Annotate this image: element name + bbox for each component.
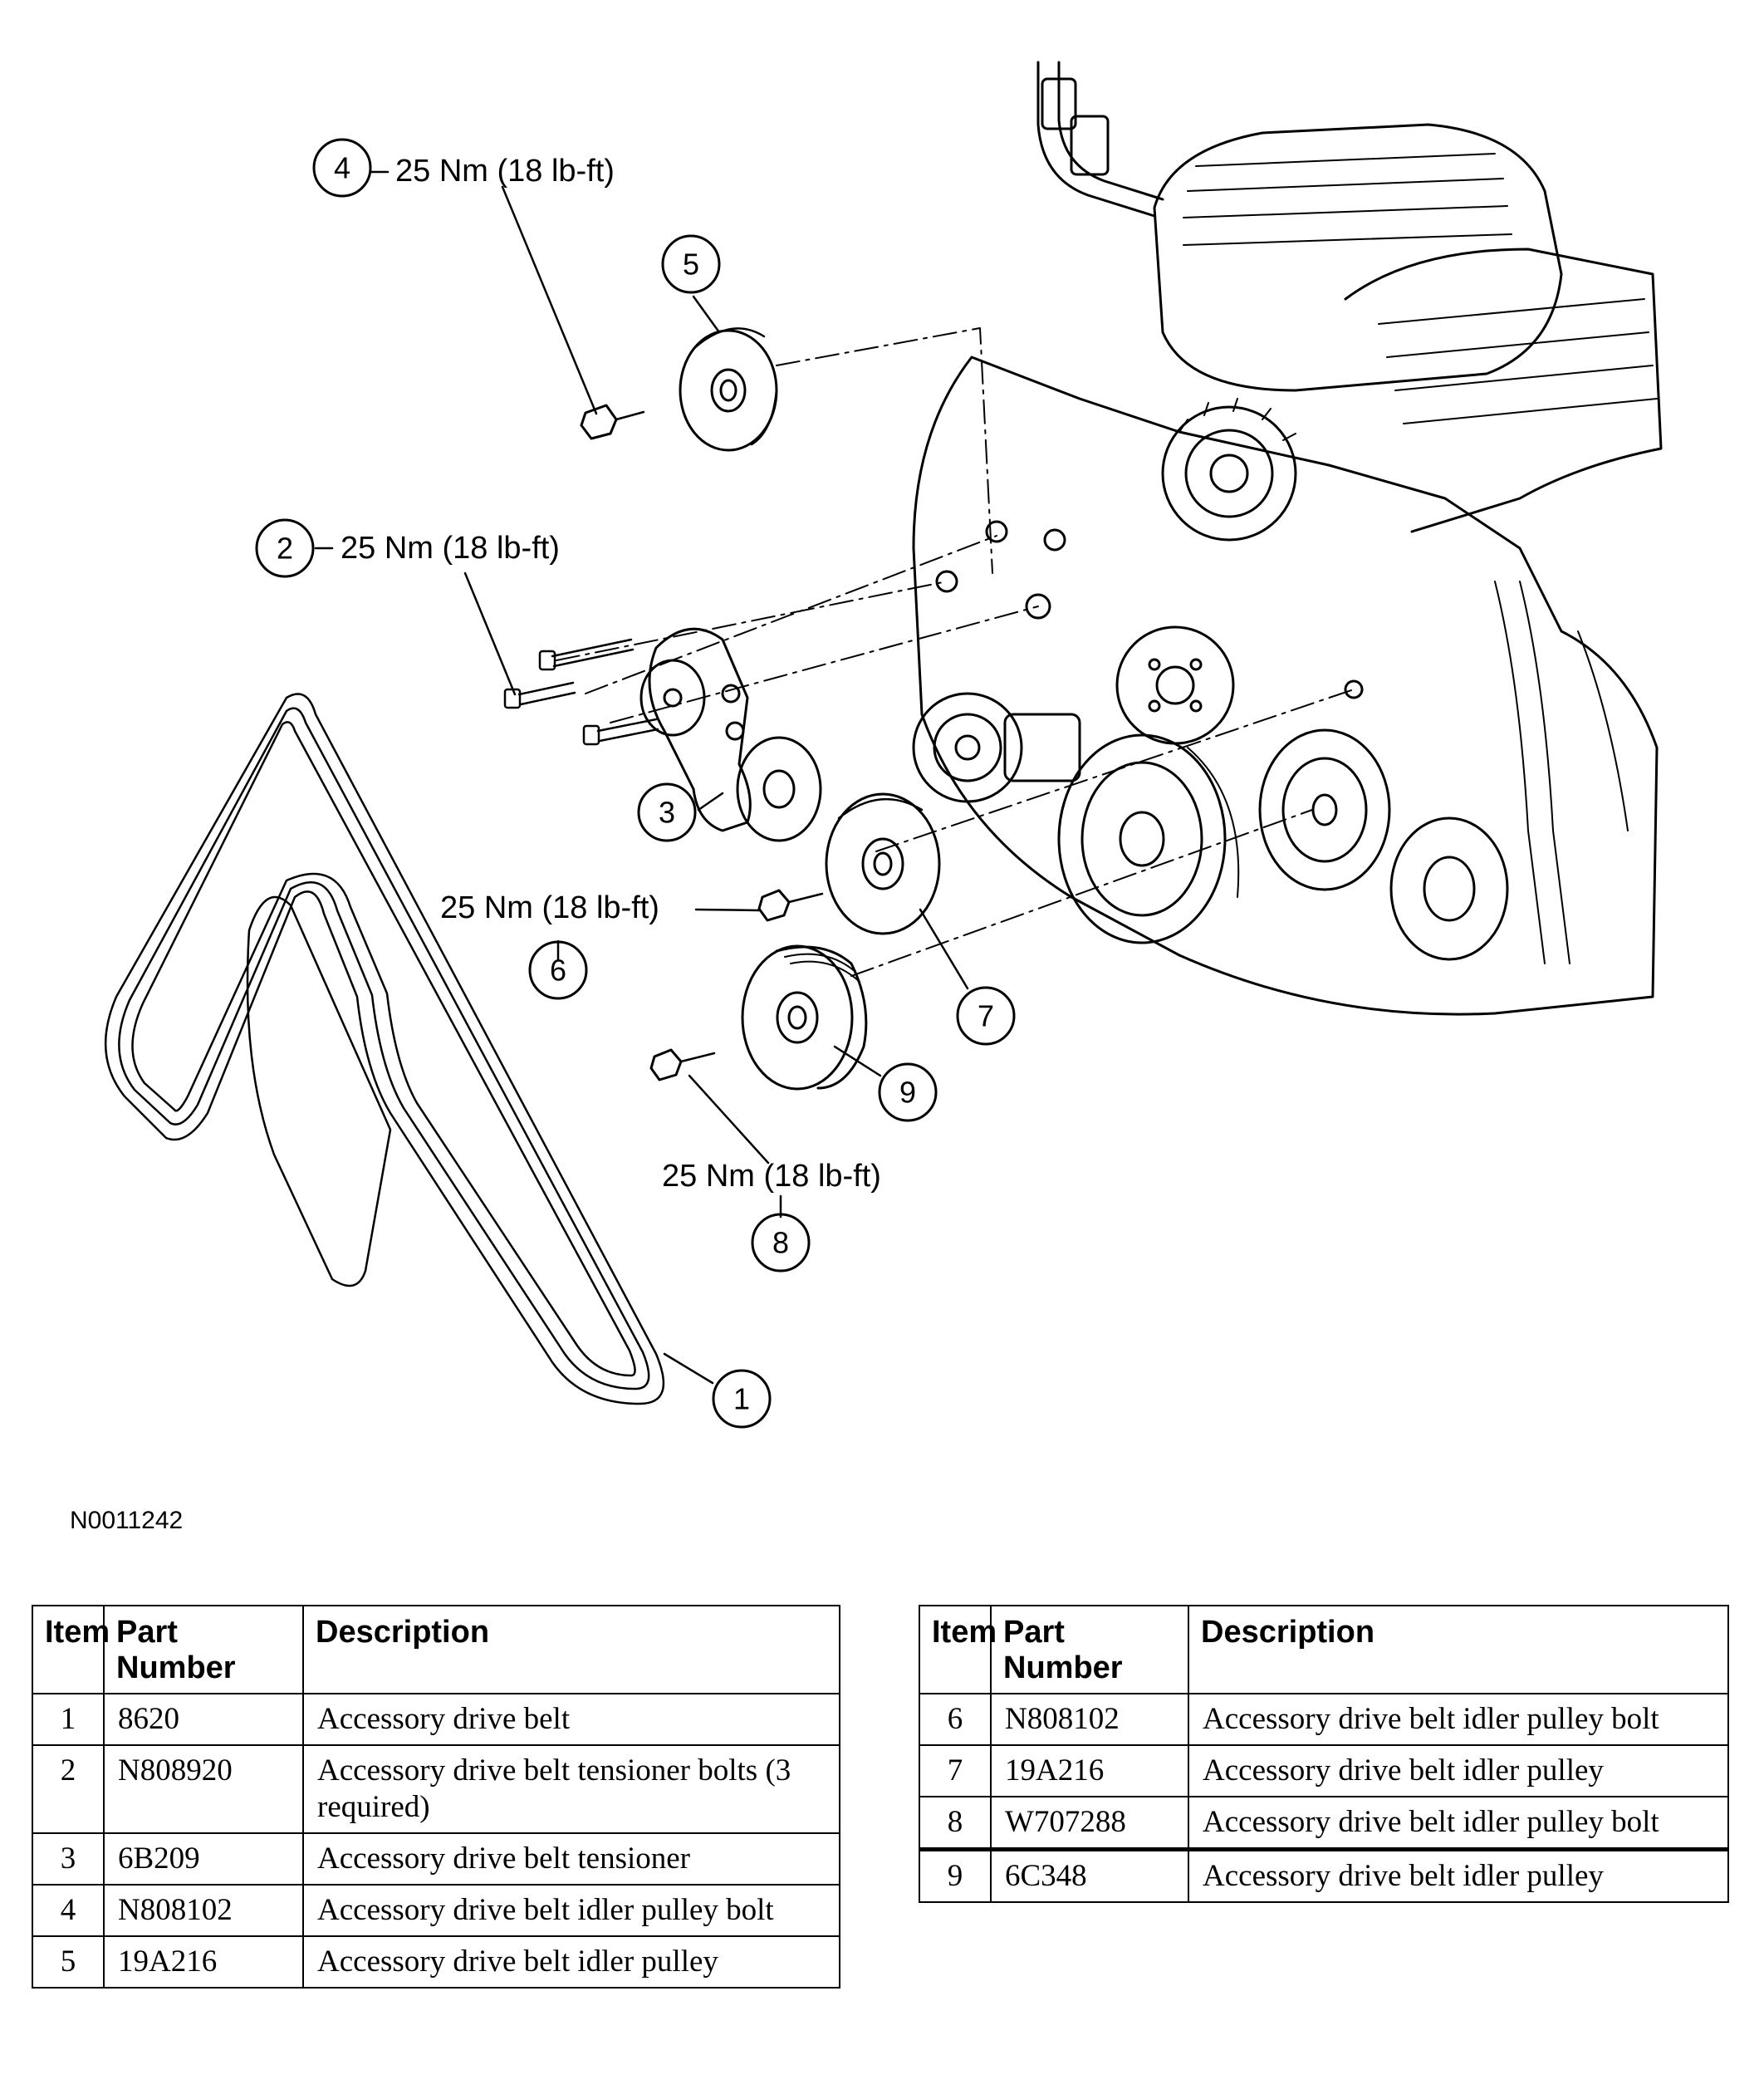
cell-item: 5 [32,1935,105,1989]
cell-part-number: 19A216 [990,1744,1189,1797]
cell-part-number: N808102 [990,1693,1189,1746]
callout-number-2: 2 [277,532,293,566]
table-header-row: Item Part Number Description [32,1605,840,1694]
cell-item: 3 [32,1832,105,1886]
idler-pulley-bolt-6 [757,889,824,922]
idler-pulley-bolt-4 [580,404,645,440]
table-row: 5 19A216 Accessory drive belt idler pull… [32,1935,840,1989]
torque-label-8: 25 Nm (18 lb-ft) [662,1159,881,1194]
cell-description: Accessory drive belt idler pulley bolt [1188,1693,1729,1746]
table-header-row: Item Part Number Description [919,1605,1729,1694]
figure-id: N0011242 [70,1507,184,1534]
table-row: 7 19A216 Accessory drive belt idler pull… [919,1744,1729,1797]
idler-pulley-7 [825,792,941,935]
header-item: Item [919,1605,997,1694]
cell-description: Accessory drive belt idler pulley [1188,1847,1729,1903]
cell-description: Accessory drive belt tensioner bolts (3 … [302,1744,840,1834]
table-row: 4 N808102 Accessory drive belt idler pul… [32,1884,840,1937]
idler-pulley-bolt-8 [649,1048,716,1081]
belt-tensioner [639,627,822,842]
cell-description: Accessory drive belt tensioner [302,1832,840,1886]
table-row: 8 W707288 Accessory drive belt idler pul… [919,1796,1729,1851]
cell-item: 9 [919,1847,992,1903]
tensioner-bolts [503,638,659,746]
callout-number-5: 5 [683,248,699,282]
cell-part-number: W707288 [990,1796,1189,1851]
cell-part-number: N808920 [103,1744,304,1834]
table-row: 9 6C348 Accessory drive belt idler pulle… [919,1847,1729,1903]
leader-lines [314,170,969,1385]
torque-label-4: 25 Nm (18 lb-ft) [395,154,615,189]
callout-number-1: 1 [733,1382,750,1416]
cell-item: 6 [919,1693,992,1746]
accessory-drive-diagram: 4 5 2 3 6 7 9 8 1 25 Nm (18 lb-ft) 25 Nm… [104,61,1663,1429]
header-item: Item [32,1605,110,1694]
callout-number-4: 4 [334,151,350,185]
cell-part-number: 8620 [103,1693,304,1746]
cell-description: Accessory drive belt idler pulley [302,1935,840,1989]
callout-number-3: 3 [659,796,675,830]
cell-description: Accessory drive belt idler pulley bolt [302,1884,840,1937]
table-row: 3 6B209 Accessory drive belt tensioner [32,1832,840,1886]
table-row: 2 N808920 Accessory drive belt tensioner… [32,1744,840,1834]
alignment-lines [556,327,1355,977]
header-description: Description [302,1605,840,1694]
parts-table-right: Item Part Number Description 6 N808102 A… [919,1605,1729,1903]
cell-part-number: 19A216 [103,1935,304,1989]
cell-part-number: N808102 [103,1884,304,1937]
callout-number-7: 7 [978,999,994,1033]
callout-number-6: 6 [550,954,566,988]
table-row: 1 8620 Accessory drive belt [32,1693,840,1746]
cell-item: 1 [32,1693,105,1746]
idler-pulley-5 [679,327,778,452]
cell-description: Accessory drive belt idler pulley [1188,1744,1729,1797]
parts-table-left: Item Part Number Description 1 8620 Acce… [32,1605,840,1989]
cell-item: 4 [32,1884,105,1937]
cell-description: Accessory drive belt [302,1693,840,1746]
cell-item: 2 [32,1744,105,1834]
cell-item: 7 [919,1744,992,1797]
accessory-drive-belt [104,693,665,1405]
idler-pulley-9 [741,944,868,1091]
cell-part-number: 6C348 [990,1847,1189,1903]
cell-part-number: 6B209 [103,1832,304,1886]
callout-number-8: 8 [772,1226,789,1260]
table-row: 6 N808102 Accessory drive belt idler pul… [919,1693,1729,1746]
cell-item: 8 [919,1796,992,1851]
torque-label-6: 25 Nm (18 lb-ft) [440,890,659,925]
header-part-number: Part Number [103,1605,304,1694]
callout-circles [255,138,1016,1429]
torque-label-2: 25 Nm (18 lb-ft) [341,531,560,566]
callout-number-9: 9 [899,1076,916,1110]
header-part-number: Part Number [990,1605,1189,1694]
cell-description: Accessory drive belt idler pulley bolt [1188,1796,1729,1851]
engine-illustration [912,61,1663,1016]
header-description: Description [1188,1605,1729,1694]
